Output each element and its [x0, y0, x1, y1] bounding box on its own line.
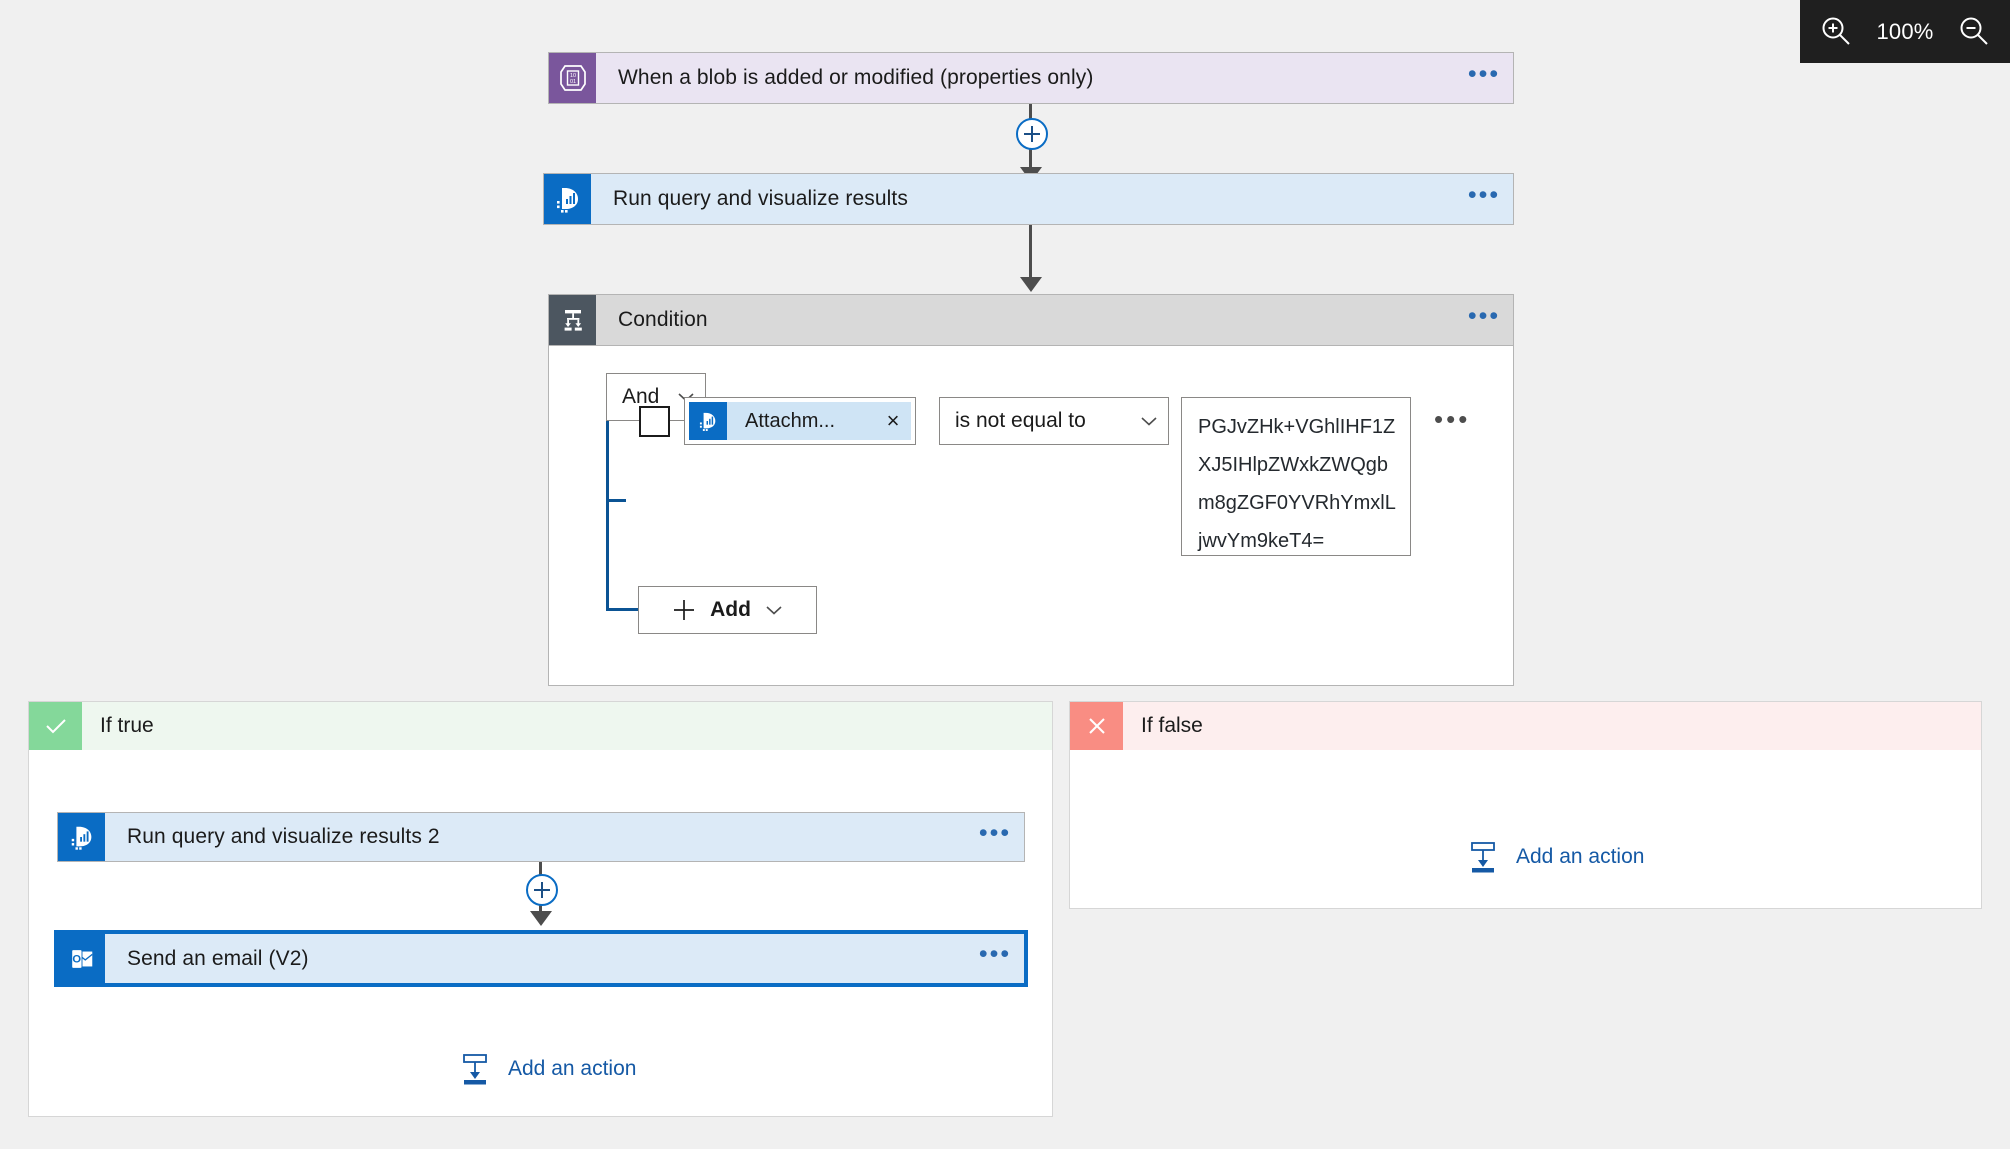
svg-text:O: O — [72, 953, 81, 965]
trigger-card-title: When a blob is added or modified (proper… — [618, 66, 1094, 89]
logic-operator-value: And — [622, 385, 660, 408]
magnifier-plus-icon — [1822, 17, 1851, 45]
add-action-link-false[interactable]: Add an action — [1468, 841, 1644, 873]
zoom-in-button[interactable] — [1815, 11, 1857, 53]
insert-step-button-2[interactable] — [526, 874, 558, 906]
condition-row-menu-button[interactable]: ••• — [1434, 404, 1471, 434]
add-action-label: Add an action — [508, 1057, 637, 1080]
svg-text:10: 10 — [569, 73, 575, 79]
action-card-title: Run query and visualize results — [613, 187, 908, 210]
condition-tree-branch-add — [606, 608, 638, 611]
branch-if-true-header: If true — [29, 702, 1052, 750]
azure-data-explorer-icon — [58, 813, 105, 861]
action-card-menu-button[interactable]: ••• — [978, 818, 1012, 847]
plus-icon — [674, 600, 695, 620]
dynamic-content-token[interactable]: Attachm... × — [689, 402, 911, 440]
connector-line-1 — [1029, 104, 1032, 122]
azure-data-explorer-icon — [689, 402, 727, 440]
checkmark-icon — [29, 702, 82, 750]
condition-card-menu-button[interactable]: ••• — [1467, 301, 1501, 330]
condition-tree-branch-row — [606, 499, 626, 502]
branch-if-true-label: If true — [100, 714, 154, 737]
outlook-icon: O — [58, 934, 105, 983]
token-label: Attachm... — [745, 409, 836, 432]
branch-if-false-header: If false — [1070, 702, 1981, 750]
add-condition-label: Add — [710, 598, 751, 621]
add-action-link-true[interactable]: Add an action — [460, 1053, 636, 1085]
condition-operator-value: is not equal to — [955, 409, 1086, 432]
add-action-label: Add an action — [1516, 845, 1645, 868]
condition-branch-icon — [549, 295, 596, 345]
chevron-down-icon — [766, 606, 782, 615]
chevron-down-icon — [1130, 415, 1168, 427]
condition-value-field[interactable]: PGJvZHk+VGhlIHF1ZXJ5IHlpZWxkZWQgbm8gZGF0… — [1181, 397, 1411, 556]
connector-line-3 — [539, 862, 542, 877]
condition-left-operand-field[interactable]: Attachm... × — [684, 397, 916, 445]
connector-line-1b — [1029, 146, 1032, 170]
trigger-card-menu-button[interactable]: ••• — [1467, 59, 1501, 88]
connector-line-2 — [1029, 225, 1032, 280]
action-card-title: Run query and visualize results 2 — [127, 825, 440, 848]
action-card-title: Send an email (V2) — [127, 946, 309, 970]
connector-arrow-2 — [1020, 277, 1042, 292]
condition-card-title: Condition — [618, 308, 708, 331]
add-action-icon — [1471, 842, 1495, 873]
zoom-level-label: 100% — [1876, 18, 1934, 44]
token-remove-button[interactable]: × — [886, 408, 900, 433]
add-condition-button[interactable]: Add — [638, 586, 817, 634]
action-card-menu-button[interactable]: ••• — [1467, 180, 1501, 209]
trigger-card-blob-added[interactable]: 10 01 When a blob is added or modified (… — [548, 52, 1514, 104]
condition-tree-vertical — [606, 421, 609, 611]
action-card-run-query-2[interactable]: Run query and visualize results 2 ••• — [57, 812, 1025, 862]
condition-body: And — [548, 346, 1514, 686]
condition-row-checkbox[interactable] — [639, 406, 670, 437]
connector-line-3b — [539, 901, 542, 914]
branch-if-false: If false — [1069, 701, 1982, 909]
azure-blob-storage-icon: 10 01 — [549, 53, 596, 103]
action-card-run-query[interactable]: Run query and visualize results ••• — [543, 173, 1514, 225]
connector-arrow-3 — [530, 911, 552, 926]
condition-card-header[interactable]: Condition ••• — [548, 294, 1514, 346]
action-card-send-email[interactable]: O Send an email (V2) ••• — [55, 931, 1027, 986]
action-card-menu-button[interactable]: ••• — [978, 940, 1012, 968]
insert-step-button-1[interactable] — [1016, 118, 1048, 150]
condition-operator-dropdown[interactable]: is not equal to — [939, 397, 1169, 445]
branch-if-false-label: If false — [1141, 714, 1203, 737]
zoom-toolbar: 100% — [1800, 0, 2010, 63]
azure-data-explorer-icon — [544, 174, 591, 224]
svg-text:01: 01 — [569, 79, 575, 85]
close-x-icon — [1070, 702, 1123, 750]
zoom-out-button[interactable] — [1953, 11, 1995, 53]
add-action-icon — [463, 1054, 487, 1085]
magnifier-minus-icon — [1960, 17, 1988, 45]
